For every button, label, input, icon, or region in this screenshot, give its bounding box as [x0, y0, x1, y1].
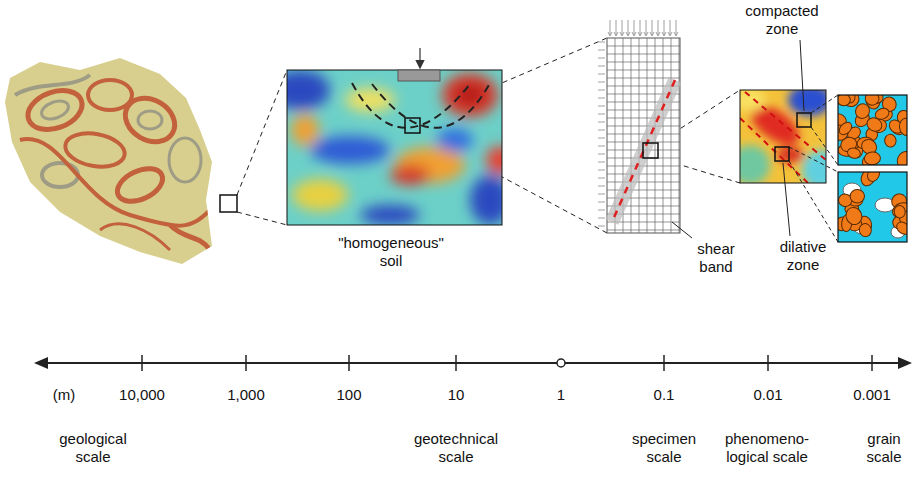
scale-label: grain scale — [859, 430, 909, 466]
random-field — [270, 48, 514, 225]
specimen — [598, 20, 692, 238]
scale-label: specimen scale — [624, 430, 704, 466]
band-label: shear band — [690, 240, 742, 276]
tick-label: 0.01 — [743, 386, 793, 404]
scale-label: phenomeno- logical scale — [721, 430, 813, 466]
tick-label: 100 — [324, 386, 374, 404]
grain-panels — [828, 86, 914, 242]
zone-label: dilative zone — [771, 238, 835, 274]
unit-label: (m) — [44, 386, 84, 404]
soil-label: "homogeneous" soil — [330, 234, 452, 270]
scale-label: geological scale — [51, 430, 135, 466]
scale-label: geotechnical scale — [406, 430, 506, 466]
tick-label: 1,000 — [216, 386, 276, 404]
zoom-lines — [237, 38, 740, 233]
tick-label: 10,000 — [112, 386, 172, 404]
tick-label: 10 — [436, 386, 476, 404]
shear-band-zoom — [730, 40, 842, 242]
tick-label: 1 — [546, 386, 576, 404]
geological-map — [5, 58, 237, 264]
tick-label: 0.1 — [644, 386, 684, 404]
scale-axis — [34, 355, 912, 371]
zone-label: compacted zone — [740, 2, 824, 38]
tick-label: 0.001 — [844, 386, 900, 404]
